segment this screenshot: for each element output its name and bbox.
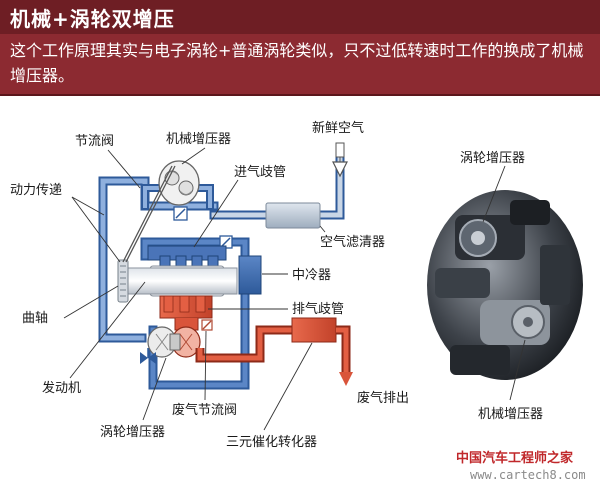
label-exhaust-manifold: 排气歧管 xyxy=(292,301,344,317)
turbocharger xyxy=(147,326,201,358)
catalytic-converter xyxy=(291,317,337,343)
label-turbocharger-left: 涡轮增压器 xyxy=(100,425,165,440)
label-crankshaft: 曲轴 xyxy=(22,311,48,326)
throttle-valve xyxy=(173,206,188,221)
label-catalytic-converter: 三元催化转化器 xyxy=(226,435,317,450)
description-box: 这个工作原理其实与电子涡轮+普通涡轮类似，只不过低转速时工作的换成了机械增压器。 xyxy=(0,34,600,96)
label-throttle: 节流阀 xyxy=(75,134,114,149)
label-intake-manifold: 进气歧管 xyxy=(234,164,286,180)
crankshaft-pulley xyxy=(117,259,129,303)
intercooler xyxy=(238,255,262,295)
header: 机械+涡轮双增压 这个工作原理其实与电子涡轮+普通涡轮类似，只不过低转速时工作的… xyxy=(0,0,600,96)
label-turbocharger-right: 涡轮增压器 xyxy=(460,151,525,166)
label-supercharger-right: 机械增压器 xyxy=(478,407,543,422)
label-exhaust-out: 废气排出 xyxy=(357,390,409,406)
watermark-url: www.cartech8.com xyxy=(470,468,586,482)
air-filter xyxy=(265,202,321,229)
label-air-filter: 空气滤清器 xyxy=(320,234,385,250)
exhaust-pipe xyxy=(195,317,353,386)
engine-photo xyxy=(412,160,598,400)
watermark-cn: 中国汽车工程师之家 xyxy=(456,450,574,466)
drive-belt xyxy=(122,165,176,263)
intake-pipes xyxy=(98,145,345,390)
label-engine: 发动机 xyxy=(42,380,81,396)
leader-lines xyxy=(63,147,326,431)
engine-photo-leaders xyxy=(482,165,526,401)
engine-block xyxy=(126,265,238,297)
label-power-transmission: 动力传递 xyxy=(10,183,62,198)
fresh-air-arrow xyxy=(332,142,348,178)
bypass-valve xyxy=(140,348,156,364)
title-bar: 机械+涡轮双增压 xyxy=(0,0,600,34)
intake-manifold xyxy=(147,245,227,269)
wastegate-valve xyxy=(201,319,213,331)
label-fresh-air: 新鲜空气 xyxy=(312,120,364,136)
label-intercooler: 中冷器 xyxy=(292,268,331,283)
supercharger-top xyxy=(158,160,200,206)
page-title: 机械+涡轮双增压 xyxy=(10,7,175,31)
label-wastegate: 废气节流阀 xyxy=(172,402,237,418)
description-text: 这个工作原理其实与电子涡轮+普通涡轮类似，只不过低转速时工作的换成了机械增压器。 xyxy=(10,41,584,85)
label-supercharger-top: 机械增压器 xyxy=(166,132,231,147)
